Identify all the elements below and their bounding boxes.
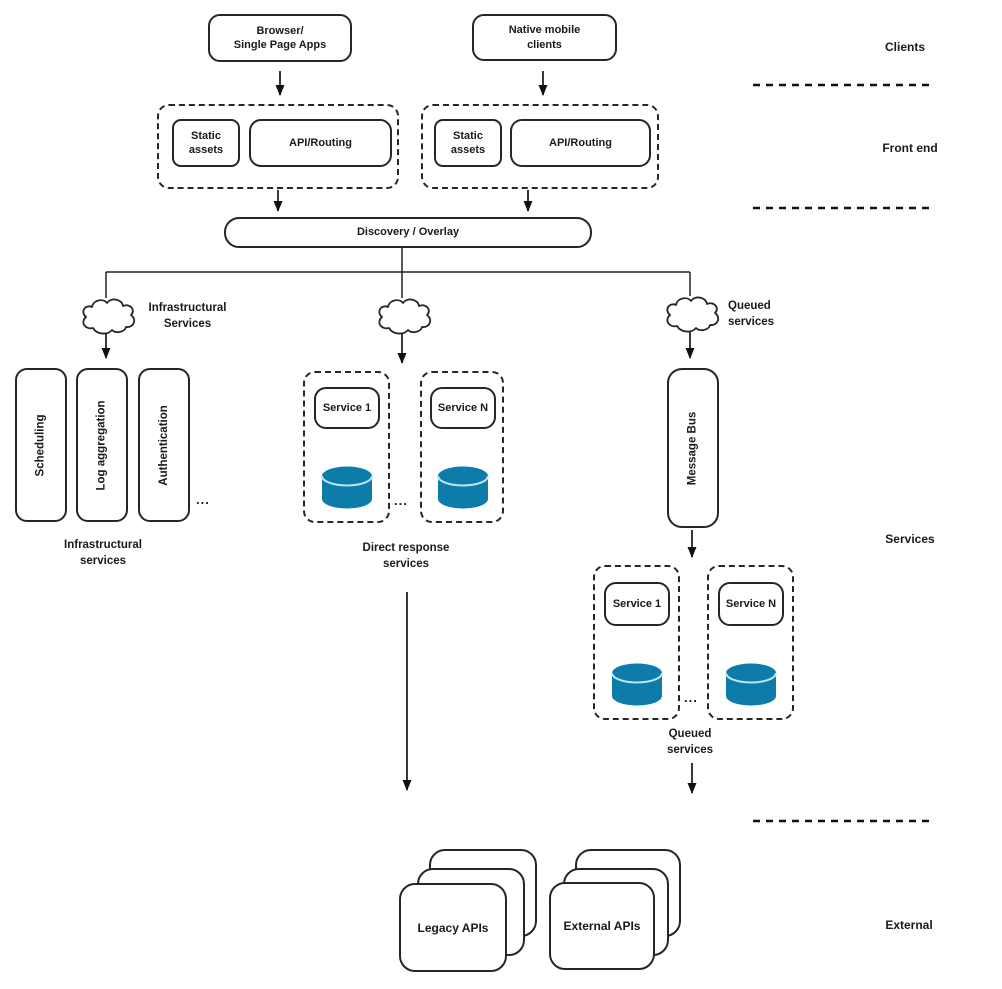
queued-cloud-icon xyxy=(666,296,720,333)
service-1-node: Service 1 xyxy=(604,582,670,626)
queued-service-1-group: Service 1 xyxy=(593,565,680,720)
direct-service-1-group: Service 1 xyxy=(303,371,390,523)
queued-service-n-group: Service N xyxy=(707,565,794,720)
direct-service-n-group: Service N xyxy=(420,371,504,523)
layer-label-clients: Clients xyxy=(884,40,925,54)
native-mobile-node: Native mobile clients xyxy=(472,14,617,61)
database-icon xyxy=(435,463,491,516)
external-apis-stack: External APIs xyxy=(549,849,683,970)
layer-label-front-end: Front end xyxy=(882,141,938,155)
api-routing-node: API/Routing xyxy=(510,119,651,167)
static-assets-node: Static assets xyxy=(172,119,240,167)
service-n-node: Service N xyxy=(718,582,784,626)
infra-cloud-icon xyxy=(82,298,136,335)
direct-ellipsis: ... xyxy=(394,493,408,508)
database-icon xyxy=(319,463,375,516)
layer-label-external: External xyxy=(885,918,933,932)
static-assets-node: Static assets xyxy=(434,119,502,167)
message-bus-node: Message Bus xyxy=(667,368,719,528)
legacy-apis-node: Legacy APIs xyxy=(399,883,507,972)
front-end-group-browser: Static assets API/Routing xyxy=(157,104,399,189)
api-routing-node: API/Routing xyxy=(249,119,392,167)
database-icon xyxy=(723,660,779,713)
browser-spa-node: Browser/ Single Page Apps xyxy=(208,14,352,62)
log-aggregation-label: Log aggregation xyxy=(95,399,108,491)
discovery-overlay-node: Discovery / Overlay xyxy=(224,217,592,248)
infra-ellipsis: ... xyxy=(196,492,210,507)
queued-caption: Queued services xyxy=(666,728,714,756)
infra-caption: Infrastructural services xyxy=(64,539,142,567)
external-apis-node: External APIs xyxy=(549,882,655,970)
queued-cloud-label: Queued services xyxy=(728,300,775,328)
queued-ellipsis: ... xyxy=(684,690,698,705)
legacy-apis-stack: Legacy APIs xyxy=(399,849,539,973)
authentication-node: Authentication xyxy=(138,368,190,522)
front-end-group-native: Static assets API/Routing xyxy=(421,104,659,189)
scheduling-node: Scheduling xyxy=(15,368,67,522)
direct-caption: Direct response services xyxy=(362,542,450,570)
infra-cloud-label: Infrastructural Services xyxy=(148,302,227,330)
database-icon xyxy=(609,660,665,713)
log-aggregation-node: Log aggregation xyxy=(76,368,128,522)
scheduling-label: Scheduling xyxy=(34,414,47,476)
layer-label-services: Services xyxy=(885,532,935,546)
authentication-label: Authentication xyxy=(157,404,170,486)
message-bus-label: Message Bus xyxy=(686,411,699,485)
service-1-node: Service 1 xyxy=(314,387,380,429)
service-n-node: Service N xyxy=(430,387,496,429)
direct-cloud-icon xyxy=(378,298,432,335)
